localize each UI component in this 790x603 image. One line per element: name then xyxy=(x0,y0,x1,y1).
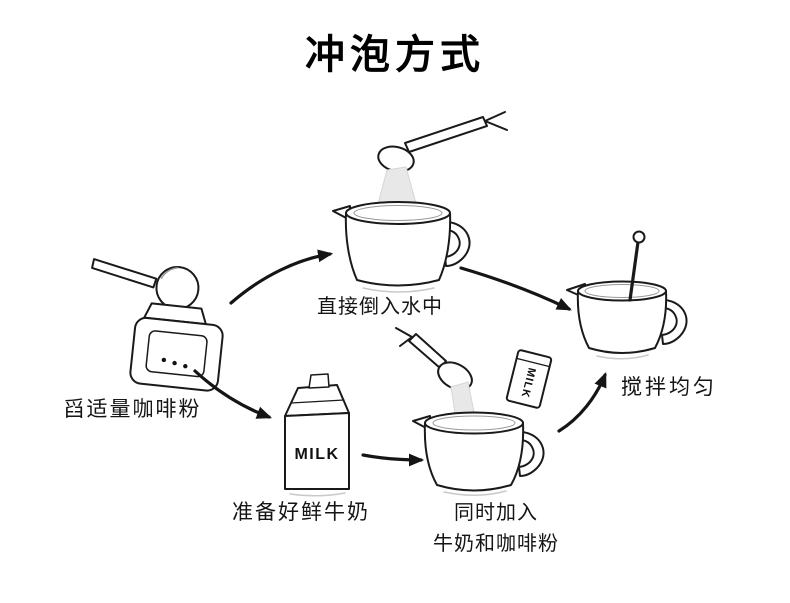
spoon-handle xyxy=(404,116,488,153)
pitcher-rim-inner xyxy=(353,205,443,221)
pitcher-rim xyxy=(345,201,451,225)
pitcher-rim-inner xyxy=(432,415,516,431)
spoon-fork-prong xyxy=(395,327,413,338)
pitcher-body xyxy=(576,290,668,354)
spoon-fork-prong xyxy=(399,336,413,347)
arrow-mix-to-stir xyxy=(557,372,607,433)
spoon-bowl xyxy=(437,361,473,391)
jar-panel-dot xyxy=(172,360,177,366)
jar-panel-dot xyxy=(183,364,188,369)
coffee-jar-icon xyxy=(91,258,224,392)
pitcher-body xyxy=(344,212,452,287)
label-pour-into-water: 直接倒入水中 xyxy=(317,296,443,318)
carton-crease xyxy=(290,399,345,404)
label-add-milk-and-coffee: 同时加入 牛奶和咖啡粉 xyxy=(418,498,574,560)
mixing-pitcher-icon xyxy=(412,411,545,496)
pitcher-shadow xyxy=(362,287,435,293)
arrow-jar-to-water xyxy=(229,249,334,305)
jar-panel-dot xyxy=(161,357,167,363)
carton-tab xyxy=(308,373,330,389)
milk-carton-icon: MILK xyxy=(284,373,350,497)
spoon-fork-prong xyxy=(484,120,508,131)
pitcher-handle xyxy=(661,299,688,345)
arrow-milk-to-mix xyxy=(361,453,425,467)
packet-seal xyxy=(515,357,551,368)
arrow-jar-to-milk xyxy=(193,369,272,419)
measuring-spoon-icon xyxy=(377,111,508,173)
carton-shadow xyxy=(289,492,346,497)
water-pitcher-icon xyxy=(332,201,471,293)
carton-front xyxy=(284,412,350,490)
label-add-both-line1: 同时加入 xyxy=(454,502,538,524)
pitcher-shadow xyxy=(443,490,507,496)
stirrer-rod xyxy=(628,240,640,302)
jar-panel xyxy=(145,330,208,378)
small-spoon-icon xyxy=(395,327,473,391)
milk-carton-text: MILK xyxy=(294,446,339,463)
scoop-ball-shade xyxy=(160,267,179,279)
pitcher-body xyxy=(423,422,525,492)
label-scoop-coffee: 舀适量咖啡粉 xyxy=(63,397,202,421)
arrow-water-to-stir xyxy=(459,266,572,311)
spoon-handle xyxy=(408,333,447,369)
stirrer-knob xyxy=(632,230,646,244)
label-stir-evenly: 搅拌均匀 xyxy=(621,375,717,399)
pitcher-shadow xyxy=(596,354,649,360)
milk-packet-icon: MILK xyxy=(505,349,553,409)
spoon-fork-prong xyxy=(484,111,506,122)
stir-pitcher-icon xyxy=(566,230,688,360)
label-prepare-milk: 准备好鲜牛奶 xyxy=(232,500,370,524)
pitcher-rim-inner xyxy=(584,284,660,298)
scoop-handle xyxy=(91,258,158,289)
label-add-both-line2: 牛奶和咖啡粉 xyxy=(433,533,559,555)
page-title: 冲泡方式 xyxy=(305,33,485,77)
